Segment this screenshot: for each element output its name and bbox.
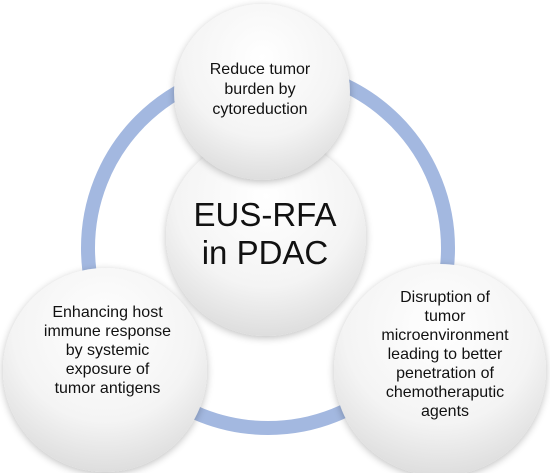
node-circle-right (334, 264, 546, 473)
node-circle-left (3, 268, 207, 472)
node-label-top: Reduce tumor burden by cytoreduction (209, 61, 311, 118)
node-label-left: Enhancing host immune response by system… (43, 304, 172, 397)
node-label-right: Disruption of tumor microenvironment lea… (381, 289, 509, 420)
node-circle-top (174, 4, 350, 180)
center-circle (166, 136, 366, 336)
center-label: EUS-RFA in PDAC (193, 196, 337, 271)
